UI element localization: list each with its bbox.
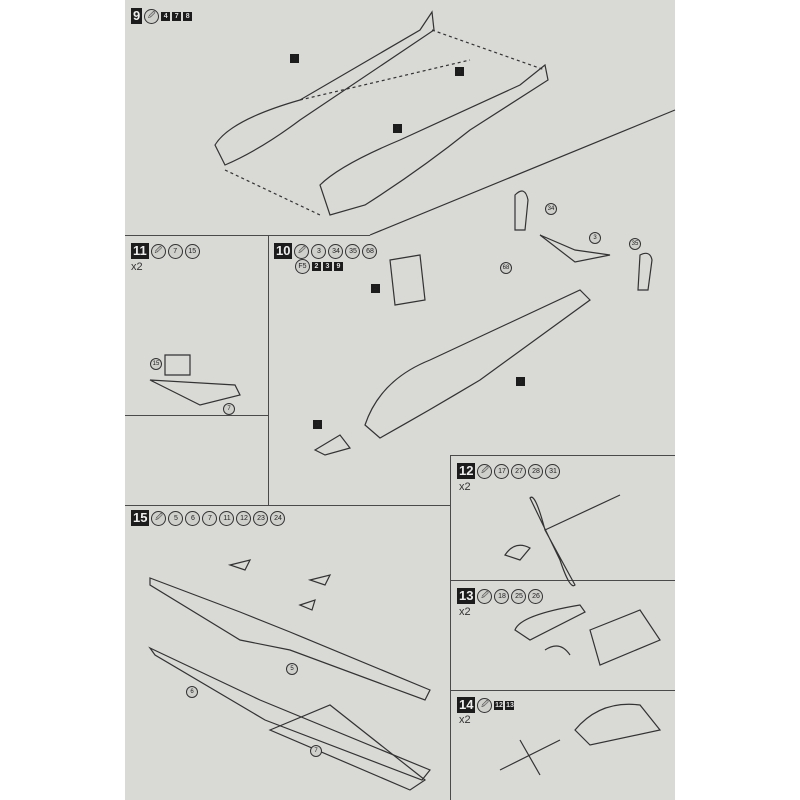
step-10-header: 10 🖉 3 34 35 68 [274, 243, 378, 259]
tailplane [539, 234, 611, 263]
fuselage-half-7 [214, 10, 435, 166]
part-number: 8 [183, 11, 193, 21]
fuselage-lines [224, 29, 546, 216]
spinner-12 [504, 494, 621, 561]
part-callout: 5 [286, 663, 298, 675]
step-number: 13 [457, 588, 476, 604]
step-number: 14 [457, 697, 476, 713]
step-9-header: 9 🖉 4 7 8 [131, 8, 193, 24]
spinner-part [313, 434, 352, 456]
sprue-label: F5 [295, 259, 310, 274]
divider [450, 690, 675, 691]
wing-lower [148, 646, 431, 781]
flap-parts [227, 559, 332, 611]
divider [125, 415, 268, 416]
nacelle [514, 604, 661, 666]
fuselage-assembled [364, 289, 591, 439]
divider [450, 455, 675, 456]
part-callout: 9 [516, 377, 525, 386]
part-number: 17 [494, 463, 510, 479]
part-number: 9 [334, 262, 343, 271]
part-number: 7 [167, 243, 183, 259]
part-number: 15 [184, 243, 200, 259]
part-callout: 3 [589, 232, 601, 244]
part-number: 26 [528, 588, 544, 604]
part-number: 12 [236, 510, 252, 526]
step-14-header: 14 🖉 12 13 [457, 697, 515, 713]
glue-icon: 🖉 [150, 243, 166, 259]
part-number: 13 [505, 700, 515, 710]
gear-bay-part [149, 354, 241, 406]
part-number: 31 [545, 463, 561, 479]
glue-icon: 🖉 [477, 588, 493, 604]
part-number: 6 [185, 510, 201, 526]
fuselage-half-8 [319, 63, 549, 216]
part-number: 68 [362, 243, 378, 259]
step-11-header: 11 🖉 7 15 [131, 243, 200, 259]
part-number: 12 [494, 700, 504, 710]
part-callout: 15 [150, 358, 162, 370]
instruction-sheet [125, 0, 675, 800]
fin-right [637, 252, 653, 291]
part-number: 5 [168, 510, 184, 526]
part-number: 3 [311, 243, 327, 259]
part-callout: 34 [545, 203, 557, 215]
part-number: 35 [345, 243, 361, 259]
part-callout: 8 [393, 124, 402, 133]
wing-upper [149, 577, 431, 701]
fin-left [514, 190, 529, 231]
part-callout: 4 [455, 67, 464, 76]
part-number: 24 [270, 510, 286, 526]
step-13-header: 13 🖉 18 25 26 [457, 588, 544, 604]
part-number: 7 [202, 510, 218, 526]
glue-icon: 🖉 [151, 510, 167, 526]
glue-icon: 🖉 [477, 697, 493, 713]
part-number: 11 [219, 510, 235, 526]
part-number: 28 [528, 463, 544, 479]
divider [125, 505, 450, 506]
divider [268, 235, 269, 505]
multiplier: x2 [459, 481, 471, 493]
divider [125, 235, 370, 236]
propeller [529, 496, 576, 587]
multiplier: x2 [459, 714, 471, 726]
glue-icon: 🖉 [144, 8, 160, 24]
part-number: 27 [511, 463, 527, 479]
step-number: 11 [131, 243, 149, 259]
part-callout: 6 [186, 686, 198, 698]
step-15-header: 15 🖉 5 6 7 11 12 23 24 [131, 510, 286, 526]
multiplier: x2 [131, 261, 143, 273]
step-12-header: 12 🖉 17 27 28 31 [457, 463, 561, 479]
part-number: 23 [253, 510, 269, 526]
divider-diagonal [369, 109, 676, 236]
step-number: 15 [131, 510, 150, 526]
part-number: 3 [323, 262, 332, 271]
divider [450, 455, 451, 800]
step-number: 10 [274, 243, 293, 259]
glue-icon: 🖉 [477, 463, 493, 479]
part-callout: 7 [223, 403, 235, 415]
part-callout: 3 [313, 420, 322, 429]
step-number: 12 [457, 463, 476, 479]
part-callout: 68 [500, 262, 512, 274]
part-number: 34 [328, 243, 344, 259]
multiplier: x2 [459, 606, 471, 618]
step-number: 9 [131, 8, 143, 24]
part-callout: 7 [290, 54, 299, 63]
glue-icon: 🖉 [294, 243, 310, 259]
part-number: 7 [172, 11, 182, 21]
part-callout: 35 [629, 238, 641, 250]
step-10-subheader: F5 2 3 9 [295, 259, 343, 274]
cockpit-part [389, 254, 426, 306]
part-number: 4 [161, 11, 171, 21]
part-number: 18 [494, 588, 510, 604]
part-number: 2 [312, 262, 321, 271]
propeller-14 [499, 703, 662, 776]
part-number: 25 [511, 588, 527, 604]
divider [450, 580, 675, 581]
wing-lower-2 [268, 704, 427, 791]
part-callout: 2 [371, 284, 380, 293]
part-callout: 7 [310, 745, 322, 757]
